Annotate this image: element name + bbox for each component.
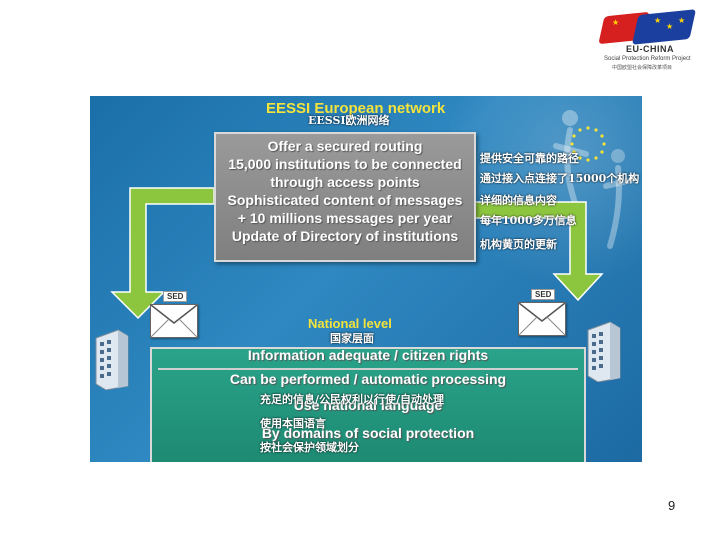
eu-line-1: Offer a secured routing	[267, 138, 423, 154]
nat-cn-line-3: 按社会保护领域划分	[260, 441, 359, 454]
national-level-title-cn: 国家层面	[330, 332, 374, 345]
nat-line-3: Use national language	[293, 397, 443, 413]
eu-cn-line-4: 每年1000多万信息	[480, 214, 577, 227]
eu-china-logo: ★ ★ ★ ★ EU-CHINA Social Protection Refor…	[596, 9, 704, 72]
eu-line-6: Update of Directory of institutions	[231, 228, 459, 244]
eu-line-4: Sophisticated content of messages	[227, 192, 463, 208]
sed-label-left: SED	[163, 291, 188, 302]
sed-label-right: SED	[531, 289, 556, 300]
sed-envelope-right-icon: SED	[518, 289, 566, 336]
logo-title: EU-CHINA	[626, 44, 674, 54]
sed-envelope-left-icon: SED	[150, 291, 198, 338]
decorative-figures-icon	[553, 110, 635, 249]
eessi-diagram: EESSI European network EESSI欧洲网络 Offer a…	[90, 96, 642, 462]
eu-flag-icon	[631, 9, 697, 45]
page-number: 9	[668, 498, 676, 513]
eu-cn-line-3: 详细的信息内容	[480, 194, 557, 207]
nat-cn-line-1: 充足的信息/公民权利以行使/自动处理	[260, 393, 445, 406]
eu-line-5: + 10 millions messages per year	[237, 210, 453, 226]
eu-cn-line-1: 提供安全可靠的路径	[480, 152, 579, 165]
nat-cn-line-2: 使用本国语言	[260, 417, 326, 430]
eu-cn-line-5: 机构黄页的更新	[480, 238, 557, 251]
nat-line-1: Information adequate / citizen rights	[247, 347, 489, 363]
eessi-network-title: EESSI European network	[266, 100, 446, 117]
logo-subtitle-cn: 中国欧盟社会保障改革项目	[612, 65, 673, 71]
eu-line-2: 15,000 institutions to be connected	[228, 156, 462, 172]
national-level-box: Information adequate / citizen rights Ca…	[150, 347, 586, 462]
eu-cn-line-2: 通过接入点连接了15000个机构	[480, 172, 640, 185]
european-network-box: Offer a secured routing 15,000 instituti…	[214, 132, 476, 262]
nat-line-2: Can be performed / automatic processing	[229, 371, 507, 387]
logo-subtitle: Social Protection Reform Project	[604, 56, 691, 62]
eessi-network-title-cn: EESSI欧洲网络	[308, 114, 390, 127]
institution-building-left-icon	[95, 329, 129, 390]
eu-line-3: through access points	[270, 174, 420, 190]
right-down-arrow-icon	[471, 201, 604, 302]
nat-line-4: By domains of social protection	[261, 425, 475, 441]
institution-building-right-icon	[587, 321, 621, 382]
national-level-title: National level	[308, 316, 392, 331]
